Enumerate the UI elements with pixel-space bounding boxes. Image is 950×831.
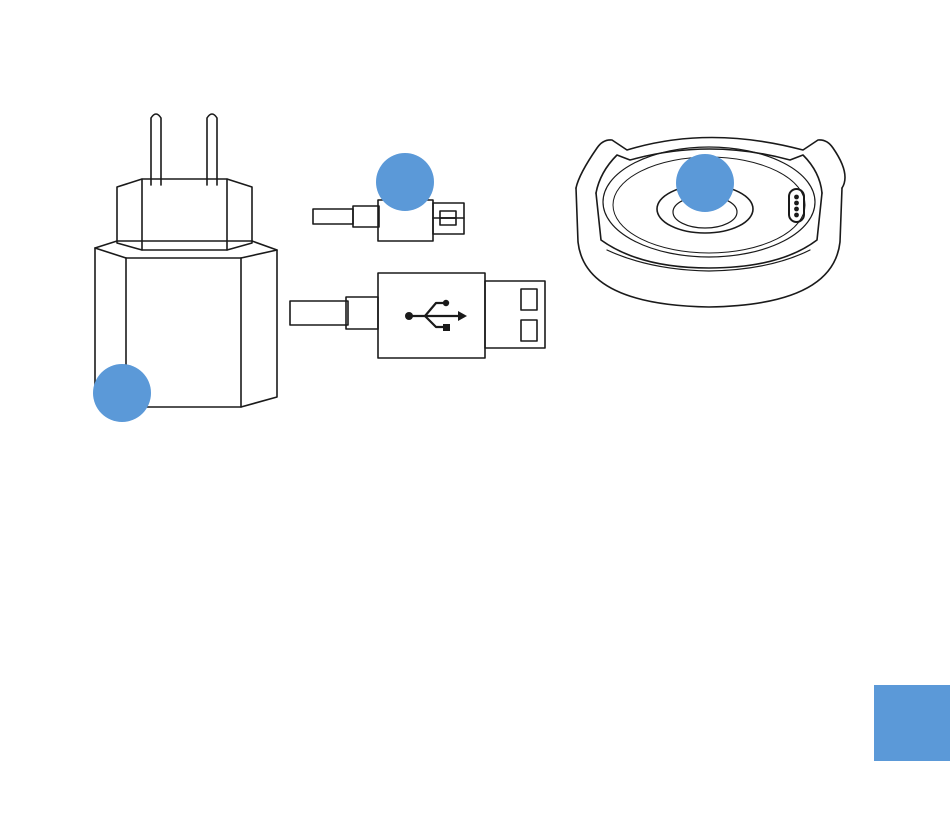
callout-badge-dock (676, 154, 734, 212)
callout-badge-cable (376, 153, 434, 211)
section-tab (874, 685, 950, 761)
callout-badge-adapter (93, 364, 151, 422)
usb-icon (290, 273, 545, 358)
